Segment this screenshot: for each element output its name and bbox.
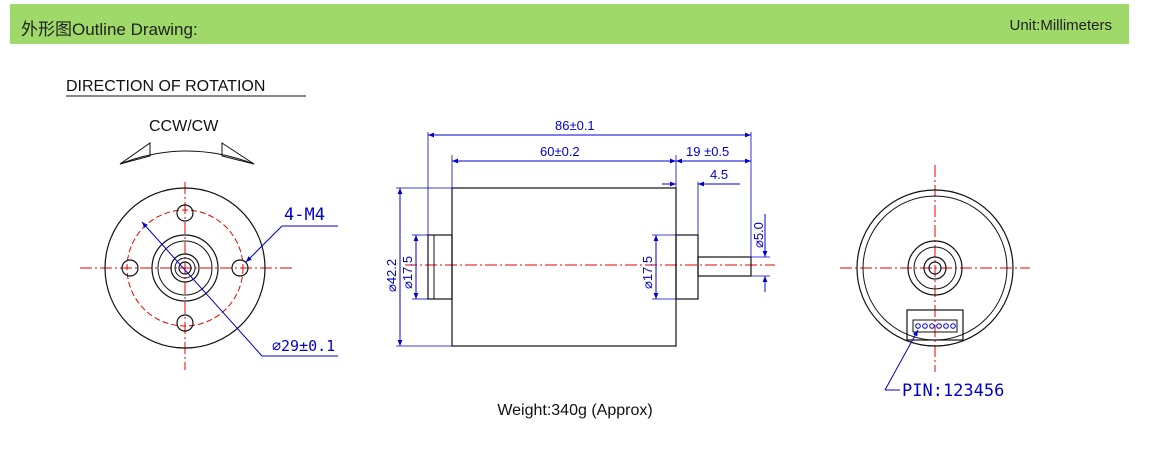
front-flange-outline <box>104 187 266 349</box>
weight-note: Weight:340g (Approx) <box>497 402 653 419</box>
connector-pins <box>915 323 956 329</box>
rear-bearing <box>923 256 947 280</box>
shaft-bearing-outer <box>170 253 200 283</box>
rear-boss <box>427 234 453 300</box>
mount-hole-left <box>121 259 139 277</box>
shaft-step-label: 4.5 <box>710 167 728 182</box>
overall-length-label: 86±0.1 <box>555 118 595 133</box>
body-diameter-label: ⌀42.2 <box>384 259 399 292</box>
pin-label: PIN:123456 <box>902 381 1004 401</box>
shaft-end <box>178 261 192 275</box>
bolt-circle <box>126 209 244 327</box>
mount-hole-right <box>231 259 249 277</box>
connector-pin-2 <box>922 323 928 329</box>
side-view: 86±0.1 60±0.2 19 ±0.5 4.5 ⌀5.0 ⌀42.2 ⌀17… <box>384 118 775 347</box>
bolt-circle-leader <box>141 221 263 357</box>
rear-cover-outline <box>856 189 1014 347</box>
title-bar: 外形图Outline Drawing: Unit:Millimeters <box>10 4 1129 44</box>
pin-label-leader <box>884 329 919 391</box>
shaft-bearing-inner <box>174 257 196 279</box>
rotation-indicator: DIRECTION OF ROTATION CCW/CW <box>66 78 306 165</box>
cw-arrow-icon <box>221 142 255 165</box>
mount-hole-top <box>176 204 194 222</box>
mount-holes-label: 4-M4 <box>284 205 325 225</box>
ccw-arrow-icon <box>119 142 151 165</box>
shaft-diameter-label: ⌀5.0 <box>751 222 766 248</box>
rotation-arc <box>119 150 255 165</box>
shaft-length-label: 19 ±0.5 <box>686 144 729 159</box>
bolt-circle-label: ⌀29±0.1 <box>272 337 335 355</box>
front-boss-diameter-label: ⌀17.5 <box>640 256 655 289</box>
rear-boss-inner <box>913 246 957 290</box>
rear-boss-diameter-label: ⌀17.5 <box>400 256 415 289</box>
drawing-title: 外形图Outline Drawing: <box>21 20 198 39</box>
mount-hole-bottom <box>176 314 194 332</box>
mount-holes-leader <box>245 225 283 263</box>
front-boss <box>675 234 699 300</box>
body-length-label: 60±0.2 <box>540 144 580 159</box>
front-boss-inner <box>157 240 213 296</box>
connector-pin-5 <box>943 323 949 329</box>
connector-pin-1 <box>915 323 921 329</box>
rear-view: PIN:123456 <box>840 165 1030 401</box>
connector-pin-row <box>912 319 958 333</box>
unit-label: Unit:Millimeters <box>1009 17 1112 34</box>
connector-housing <box>906 309 964 341</box>
front-view: 4-M4 ⌀29±0.1 <box>80 182 338 370</box>
rear-shaft-end <box>928 261 942 275</box>
connector-pin-6 <box>950 323 956 329</box>
front-boss-outer <box>151 234 219 302</box>
rear-boss-outer <box>907 240 963 296</box>
rotation-title: DIRECTION OF ROTATION <box>66 78 265 95</box>
output-shaft <box>697 256 752 277</box>
connector-pin-4 <box>936 323 942 329</box>
rotation-label: CCW/CW <box>149 118 219 135</box>
connector-pin-3 <box>929 323 935 329</box>
